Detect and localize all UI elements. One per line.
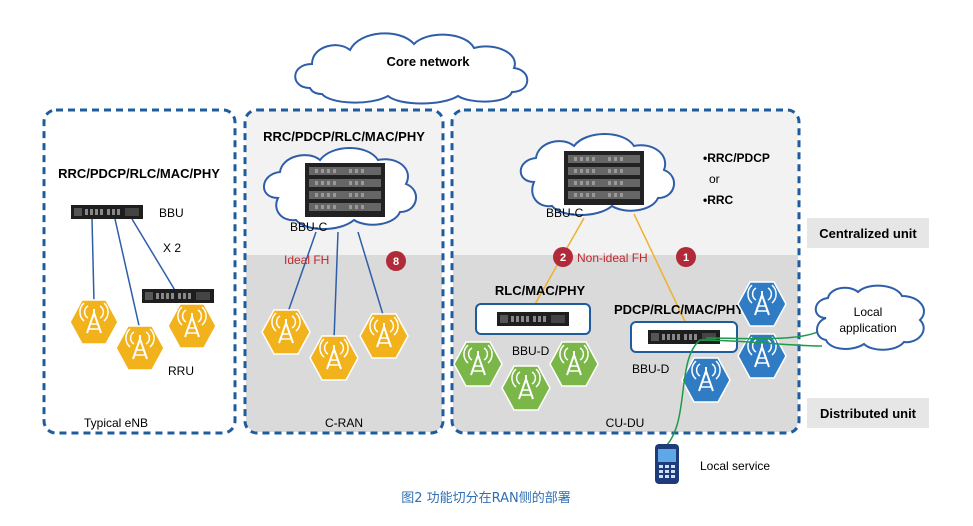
enb-rru-hex-1 — [69, 299, 119, 345]
cu-du-badge-right — [676, 247, 696, 267]
ideal-fh-label: Ideal FH — [284, 253, 329, 267]
core-network-cloud — [294, 32, 529, 105]
local-application-label-line2: application — [839, 321, 896, 335]
cu-du-badge-left-number: 2 — [560, 252, 566, 264]
du-right-hex-2 — [737, 333, 787, 379]
distributed-unit-label: Distributed unit — [820, 406, 917, 421]
typical-enb-panel — [42, 108, 237, 435]
non-ideal-fh-label: Non-ideal FH — [577, 251, 648, 265]
du-left-stack-label: RLC/MAC/PHY — [495, 283, 586, 298]
cu-bbu-rack-icon — [564, 151, 644, 205]
du-right-server-icon — [648, 330, 720, 344]
c-ran-bbu-rack-icon — [305, 163, 385, 217]
du-left-hex-2 — [501, 365, 551, 411]
local-application-label-line1: Local — [854, 305, 883, 319]
c-ran-stack-label: RRC/PDCP/RLC/MAC/PHY — [263, 129, 425, 144]
c-ran-badge-number: 8 — [393, 256, 399, 268]
enb-bbu-server-2-icon — [142, 289, 214, 303]
centralized-unit-band — [807, 218, 929, 248]
cu-du-badge-right-number: 1 — [683, 252, 689, 264]
local-service-link — [665, 339, 823, 447]
cu-option-or: or — [709, 172, 720, 186]
distributed-unit-band — [807, 398, 929, 428]
enb-rru-hex-3 — [167, 303, 217, 349]
core-network-label: Core network — [386, 54, 470, 69]
enb-bbu-label: BBU — [159, 206, 184, 220]
local-application-link — [705, 329, 823, 340]
figure-caption: 图2 功能切分在RAN侧的部署 — [401, 490, 571, 506]
cu-du-panel — [450, 108, 801, 435]
enb-bbu-server-icon — [71, 205, 143, 219]
c-ran-rru-hex-3 — [359, 313, 409, 359]
du-left-hex-3 — [549, 341, 599, 387]
cu-du-badge-left — [553, 247, 573, 267]
cu-du-title: CU-DU — [606, 416, 645, 430]
c-ran-badge — [386, 251, 406, 271]
cu-option-2: •RRC — [703, 193, 734, 207]
enb-rru-hex-2 — [115, 325, 165, 371]
du-right-hex-3 — [681, 357, 731, 403]
enb-multiplier-label: X 2 — [163, 241, 181, 255]
du-right-stack-label: PDCP/RLC/MAC/PHY — [614, 302, 744, 317]
du-right-label: BBU-D — [632, 362, 670, 376]
enb-rru-label: RRU — [168, 364, 194, 378]
phone-icon — [655, 444, 679, 484]
c-ran-rru-hex-1 — [261, 309, 311, 355]
typical-enb-title: Typical eNB — [84, 416, 148, 430]
centralized-unit-label: Centralized unit — [819, 226, 917, 241]
local-service-label: Local service — [700, 459, 770, 473]
cu-bbu-label: BBU-C — [546, 206, 584, 220]
du-left-label: BBU-D — [512, 344, 550, 358]
du-right-hex-1 — [737, 281, 787, 327]
c-ran-rru-hex-2 — [309, 335, 359, 381]
c-ran-bbu-label: BBU-C — [290, 220, 328, 234]
cu-option-1: •RRC/PDCP — [703, 151, 770, 165]
du-left-server-icon — [497, 312, 569, 326]
local-application-cloud — [814, 284, 925, 351]
c-ran-title: C-RAN — [325, 416, 363, 430]
c-ran-panel — [243, 108, 445, 435]
enb-stack-label: RRC/PDCP/RLC/MAC/PHY — [58, 166, 220, 181]
du-left-hex-1 — [453, 341, 503, 387]
